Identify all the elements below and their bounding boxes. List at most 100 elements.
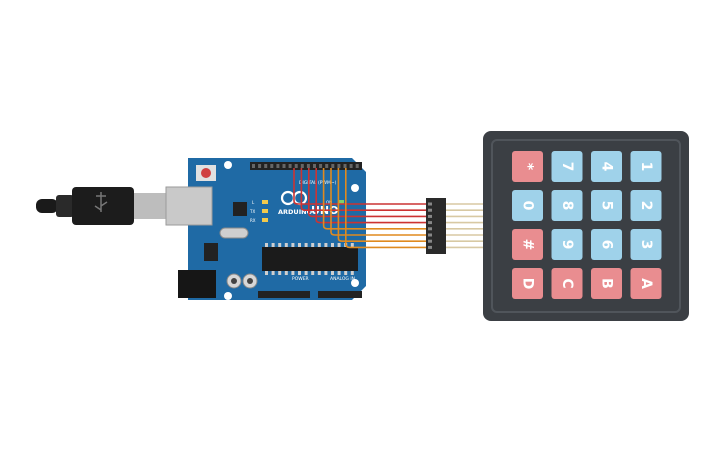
header-pin [288,164,292,168]
jumper-wire[interactable] [330,168,428,236]
led-rx [262,218,268,222]
key-8[interactable]: 8 [551,190,583,221]
jumper-wires[interactable] [293,168,428,249]
chip-pin [324,243,328,247]
chip-pin [304,271,308,275]
chip-pin [350,271,354,275]
key-C[interactable]: C [551,268,583,299]
usb-port[interactable] [165,186,213,226]
jumper-wire[interactable] [315,168,428,224]
digital-header[interactable] [250,162,362,170]
key-label: A [638,278,654,289]
mount-hole [351,279,359,287]
crystal [219,227,249,239]
connector-pin [428,233,432,237]
chip-pin [265,271,268,275]
header-pin [349,164,353,168]
key-face [591,268,622,299]
chip-pin [337,271,341,275]
chip-pin [317,243,321,247]
key-face [591,151,622,182]
key-face [551,268,583,299]
key-5[interactable]: 5 [591,190,622,221]
connector-pin [428,202,432,206]
key-4[interactable]: 4 [591,151,622,182]
power-jack[interactable] [178,270,216,298]
analog-header[interactable] [318,291,362,298]
connector-pin [428,214,432,218]
key-label: 6 [599,240,615,250]
connector-pin [428,208,432,212]
jumper-wire[interactable] [293,168,428,205]
key-face [630,229,662,260]
arduino-uno-board[interactable]: L TX RX ON ARDUINO UNO DIGITAL (PWM~) PO… [165,158,366,300]
usb-plug-metal [134,193,166,219]
header-pin [276,164,280,168]
keypad-inner-border [491,139,681,313]
chip-pin [278,243,282,247]
key-label: D [520,278,536,290]
usb-cable-cord [36,199,58,213]
chip-pin [284,271,288,275]
key-face [512,268,543,299]
chip-pin [291,271,295,275]
chip-pin [291,243,295,247]
key-7[interactable]: 7 [551,151,583,182]
power-label: POWER [292,276,309,282]
header-pin [282,164,286,168]
analog-label: ANALOG IN [330,276,355,282]
key-*[interactable]: * [512,151,543,182]
chip-pin [331,243,334,247]
key-#[interactable]: # [512,229,543,260]
key-face [512,229,543,260]
chip-pin [331,271,334,275]
digital-pins [252,164,359,168]
key-9[interactable]: 9 [551,229,583,260]
key-6[interactable]: 6 [591,229,622,260]
mount-hole [351,184,359,192]
mount-hole [224,292,232,300]
capacitor-top [231,278,237,284]
chip-pin [265,243,268,247]
key-label: 5 [599,201,615,211]
regulator-chip [204,243,218,261]
header-pin [294,164,298,168]
chip-pin [317,271,321,275]
key-label: 4 [599,162,615,172]
key-1[interactable]: 1 [630,151,662,182]
jumper-wire[interactable] [337,168,428,242]
key-label: 8 [559,201,575,211]
key-face [591,229,622,260]
key-3[interactable]: 3 [630,229,662,260]
chip-pin [350,243,354,247]
usb-cable-strain-relief [56,195,74,217]
key-0[interactable]: 0 [512,190,543,221]
mount-hole [224,161,232,169]
chip-pin [284,243,288,247]
key-A[interactable]: A [630,268,662,299]
jumper-wire[interactable] [308,168,428,218]
key-D[interactable]: D [512,268,543,299]
chip-pin [298,271,301,275]
header-pin [343,164,347,168]
ribbon-cable [428,202,484,249]
key-B[interactable]: B [591,268,622,299]
power-header[interactable] [258,291,310,298]
key-label: 7 [559,162,575,172]
header-pin [306,164,310,168]
key-label: * [520,163,536,171]
header-pin [264,164,268,168]
chip-pin [271,243,275,247]
keypad-connector[interactable] [426,198,484,254]
jumper-wire[interactable] [300,168,428,211]
jumper-wire[interactable] [345,168,428,249]
jumper-wire[interactable] [322,168,428,230]
key-2[interactable]: 2 [630,190,662,221]
chip-pin [311,243,315,247]
header-pin [258,164,262,168]
header-pin [331,164,335,168]
connector-pin [428,239,432,243]
usb-cable[interactable] [36,187,166,225]
